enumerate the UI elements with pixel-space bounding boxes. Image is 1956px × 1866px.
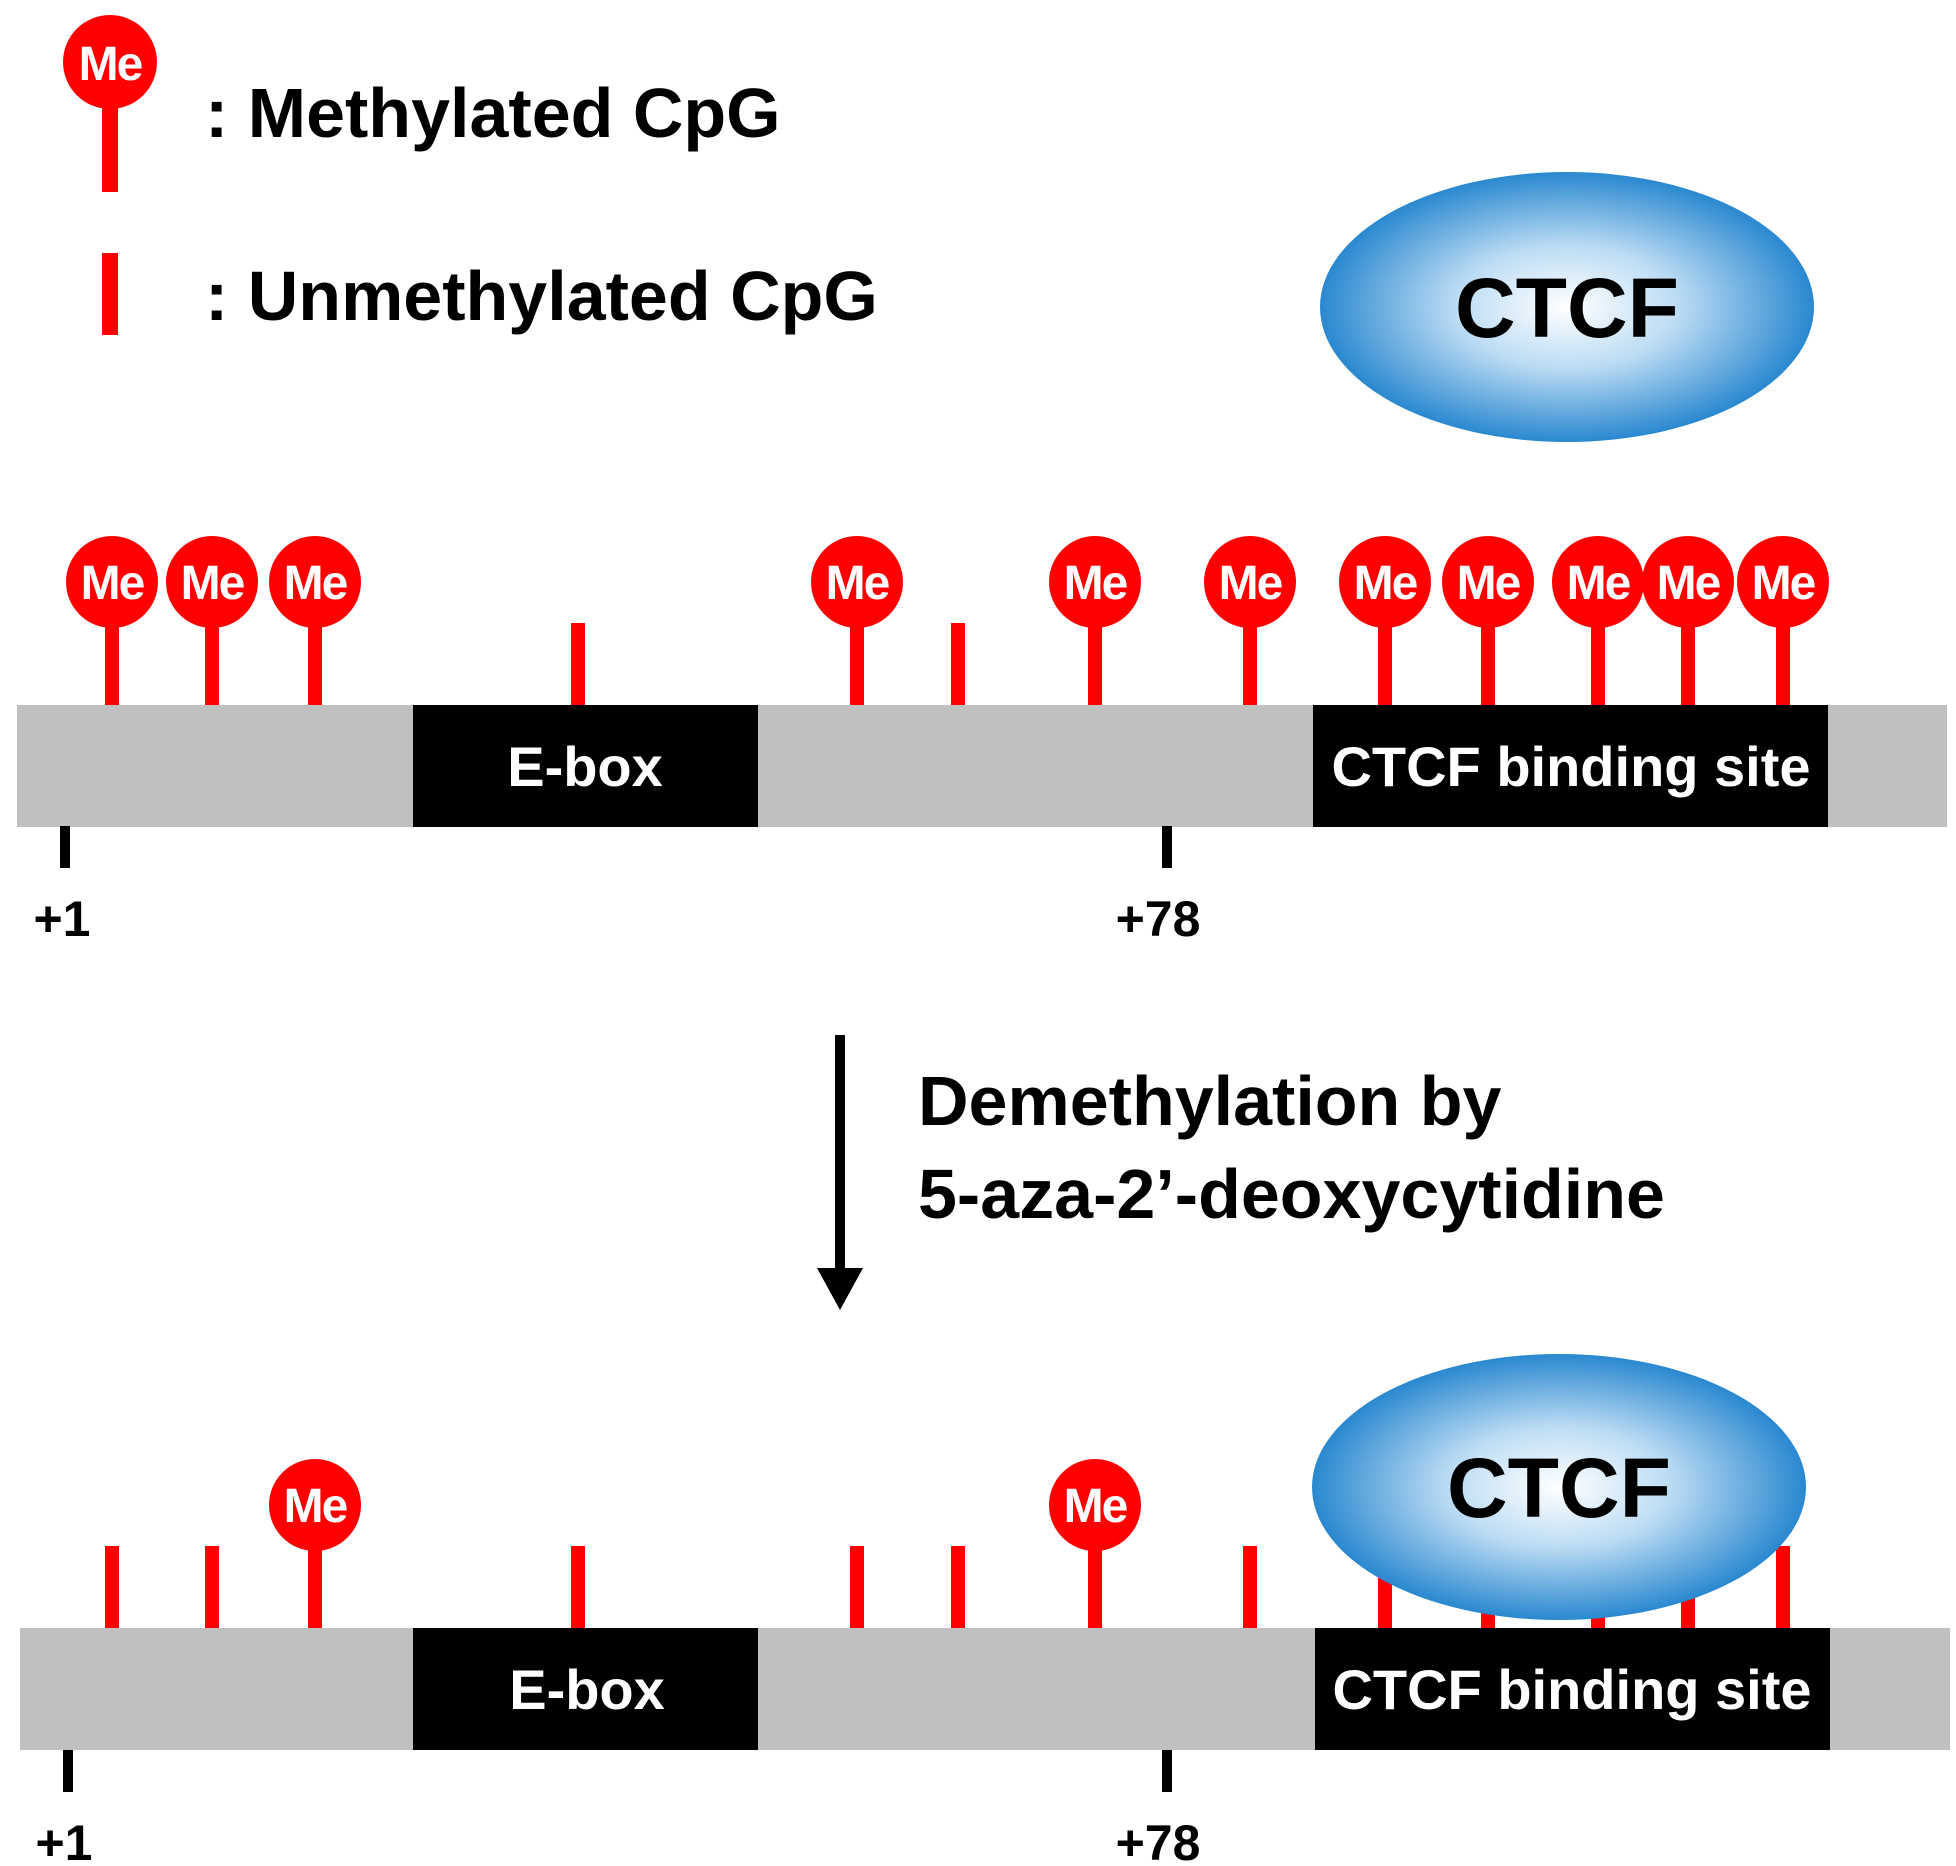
top-cpg-11-methylated: Me — [1552, 536, 1644, 705]
bottom-pos1-label: +1 — [35, 1815, 92, 1866]
legend: Me : Methylated CpG : Unmethylated CpG — [63, 15, 878, 335]
demethylation-step: Demethylation by 5-aza-2’-deoxycytidine — [817, 1035, 1665, 1310]
top-pos1-label: +1 — [33, 891, 90, 947]
top-cpg-10-methylated: Me — [1442, 536, 1534, 705]
top-pos78-label: +78 — [1116, 891, 1201, 947]
legend-unmethylated-label: : Unmethylated CpG — [205, 257, 878, 335]
top-cpg-3-methylated: Me — [269, 536, 361, 705]
top-cpg-5-me-label: Me — [826, 557, 890, 610]
bottom-cpg-3-me-label: Me — [284, 1480, 348, 1533]
legend-unmethylated-symbol — [102, 253, 118, 335]
ctcf-protein-unbound: CTCF — [1320, 172, 1814, 442]
top-cpg-1-methylated: Me — [66, 536, 158, 705]
top-cpg-6-unmethylated — [951, 623, 965, 705]
bottom-ebox-region — [413, 1628, 758, 1750]
top-cpg-8-me-label: Me — [1219, 557, 1283, 610]
legend-methylated-label: : Methylated CpG — [205, 74, 781, 152]
bottom-ctcf-site-region — [1315, 1628, 1830, 1750]
top-pos1-tick — [60, 826, 70, 868]
ctcf-label-bottom: CTCF — [1447, 1441, 1671, 1535]
ctcf-label-top: CTCF — [1455, 261, 1679, 355]
top-cpg-3-me-label: Me — [284, 557, 348, 610]
legend-methylated-symbol: Me — [63, 15, 157, 192]
top-cpg-4-unmethylated — [571, 623, 585, 705]
bottom-pos78-tick — [1162, 1750, 1172, 1792]
top-panel: Me Me Me Me Me Me Me Me Me Me Me E-box CTCF bindin… — [17, 536, 1947, 947]
top-ebox-region — [413, 705, 758, 827]
top-cpg-11-me-label: Me — [1567, 557, 1631, 610]
top-cpg-9-me-label: Me — [1354, 557, 1418, 610]
top-cpg-2-methylated: Me — [166, 536, 258, 705]
demethylation-line1: Demethylation by — [918, 1062, 1502, 1140]
bottom-panel: Me Me CTCF E-box CTCF binding site +1 +78 — [20, 1354, 1950, 1866]
bottom-cpg-1-unmethylated — [105, 1546, 119, 1628]
bottom-ctcf-site-label: CTCF binding site — [1332, 1658, 1811, 1721]
bottom-cpg-2-unmethylated — [205, 1546, 219, 1628]
top-cpg-2-me-label: Me — [181, 557, 245, 610]
bottom-cpg-3-methylated: Me — [269, 1459, 361, 1628]
top-cpg-1-me-label: Me — [81, 557, 145, 610]
top-cpg-13-me-label: Me — [1752, 557, 1816, 610]
bottom-cpg-5-unmethylated — [850, 1546, 864, 1628]
top-cpg-5-methylated: Me — [811, 536, 903, 705]
top-cpg-10-me-label: Me — [1457, 557, 1521, 610]
bottom-ebox-label: E-box — [509, 1658, 665, 1721]
top-cpg-sites: Me Me Me Me Me Me Me Me Me Me Me — [66, 536, 1829, 705]
top-ebox-label: E-box — [507, 735, 663, 798]
bottom-pos78-label: +78 — [1116, 1815, 1201, 1866]
bottom-cpg-7-me-label: Me — [1064, 1480, 1128, 1533]
transition-arrow-head — [817, 1268, 863, 1310]
bottom-cpg-7-methylated: Me — [1049, 1459, 1141, 1628]
legend-me-label: Me — [79, 38, 143, 91]
top-cpg-9-methylated: Me — [1339, 536, 1431, 705]
top-pos78-tick — [1162, 826, 1172, 868]
top-cpg-12-me-label: Me — [1657, 557, 1721, 610]
bottom-cpg-13-unmethylated — [1776, 1546, 1790, 1628]
ctcf-protein-bound: CTCF — [1312, 1354, 1806, 1620]
top-cpg-8-methylated: Me — [1204, 536, 1296, 705]
top-cpg-13-methylated: Me — [1737, 536, 1829, 705]
top-cpg-7-me-label: Me — [1064, 557, 1128, 610]
bottom-pos1-tick — [63, 1750, 73, 1792]
transition-arrow-shaft — [835, 1035, 845, 1275]
top-ctcf-site-label: CTCF binding site — [1331, 735, 1810, 798]
demethylation-line2: 5-aza-2’-deoxycytidine — [918, 1155, 1665, 1233]
top-cpg-12-methylated: Me — [1642, 536, 1734, 705]
bottom-cpg-4-unmethylated — [571, 1546, 585, 1628]
top-ctcf-site-region — [1313, 705, 1828, 827]
top-cpg-7-methylated: Me — [1049, 536, 1141, 705]
bottom-cpg-6-unmethylated — [951, 1546, 965, 1628]
bottom-cpg-8-unmethylated — [1243, 1546, 1257, 1628]
